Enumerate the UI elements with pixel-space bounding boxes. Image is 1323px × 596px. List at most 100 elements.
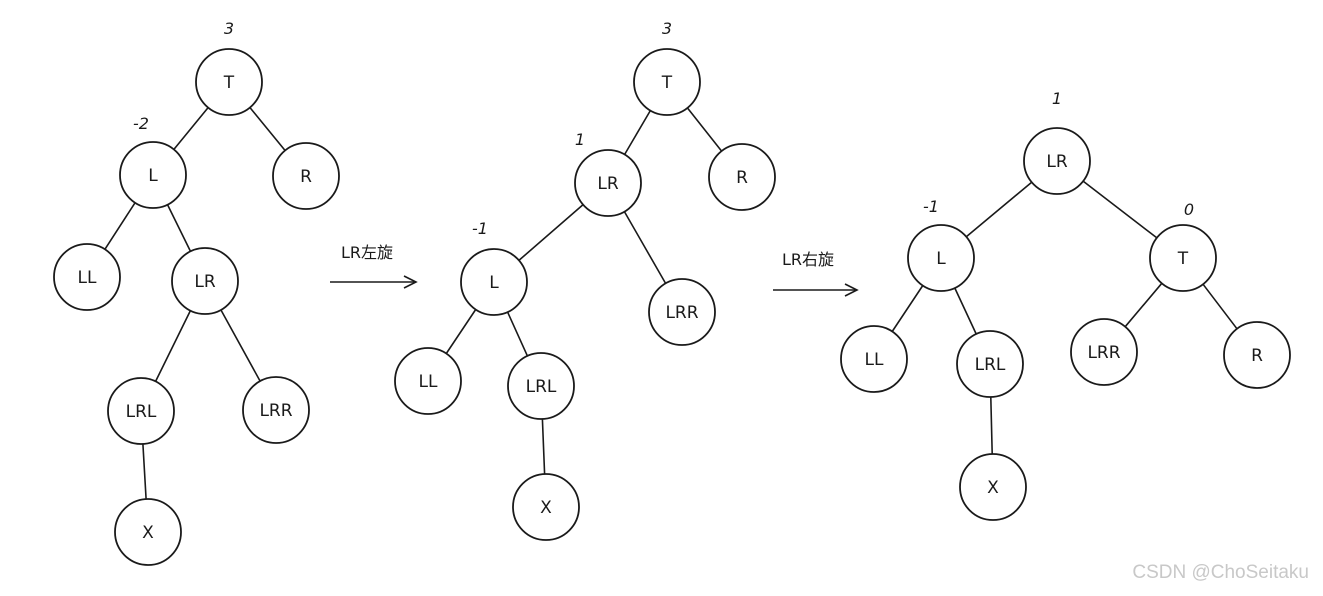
edge-LR-T [1082,180,1158,239]
balance-factor: -2 [133,114,149,133]
node-label: LRR [1087,343,1120,363]
node-label: LL [78,268,97,288]
node-circle [907,224,975,292]
tree-before-edges [104,106,286,500]
edge-L-LL [445,308,477,355]
node-label: LRL [526,377,557,397]
edge-T-R [249,106,286,152]
balance-factor: 3 [662,19,672,38]
node-LRR: LRR [242,376,310,444]
node-label: L [489,273,499,293]
arrow-label: LR右旋 [782,250,834,269]
node-LL: LL [53,243,121,311]
node-label: X [142,523,154,543]
node-circle [1023,127,1091,195]
node-label: X [987,478,999,498]
node-label: L [936,249,946,269]
node-R: R [272,142,340,210]
node-label: T [661,73,673,93]
balance-factor: 1 [1052,89,1062,108]
arrow-head [403,275,418,289]
node-circle [507,352,575,420]
node-X: X [114,498,182,566]
edge-LR-L [965,181,1033,238]
node-circle [512,473,580,541]
edge-LRL-X [541,418,546,475]
edge-LR-LRL [154,309,192,383]
balance-factor: 3 [224,19,234,38]
node-label: R [300,167,312,187]
node-label: R [1251,346,1263,366]
node-label: X [540,498,552,518]
node-circle [1149,224,1217,292]
node-circle [171,247,239,315]
edge-L-LRL [506,311,529,357]
edge-L-LR [166,203,192,253]
node-L: L -1 [907,197,975,292]
balance-factor: 1 [575,130,585,149]
node-LL: LL [394,347,462,415]
edge-T-LRR [1124,282,1163,328]
node-circle [633,48,701,116]
watermark: CSDN @ChoSeitaku [1132,562,1309,583]
node-label: LRR [665,303,698,323]
edge-LRL-X [989,396,994,455]
arrow-label: LR左旋 [341,243,393,262]
node-circle [1223,321,1291,389]
rotation-arrow-2: LR右旋 [773,250,859,297]
node-LR: LR [171,247,239,315]
node-circle [1070,318,1138,386]
balance-factor: -1 [472,219,488,238]
edge-T-LR [623,109,652,156]
node-L: L -1 [460,219,528,316]
node-LR: LR 1 [574,130,642,217]
node-X: X [512,473,580,541]
edge-LRL-X [142,443,147,500]
node-circle [708,143,776,211]
arrow-head [844,283,859,297]
node-circle [272,142,340,210]
rotation-arrow-1: LR左旋 [330,243,418,289]
tree-after-left-rotation-edges [445,107,723,475]
node-label: LR [1046,152,1067,172]
tree-after-right-rotation-edges [891,180,1238,455]
node-label: LL [865,350,884,370]
edge-L-LRL [953,287,978,335]
node-label: T [1177,249,1189,269]
edge-LR-LRR [623,210,667,285]
node-T: T0 [1149,200,1217,292]
node-LRL: LRL [107,377,175,445]
node-R: R [1223,321,1291,389]
node-circle [956,330,1024,398]
node-T: T3 [195,19,263,116]
node-circle [53,243,121,311]
node-circle [119,141,187,209]
node-label: LRR [259,401,292,421]
node-circle [107,377,175,445]
node-LRL: LRL [507,352,575,420]
node-label: LL [419,372,438,392]
node-label: LRL [975,355,1006,375]
node-circle [648,278,716,346]
balance-factor: -1 [923,197,939,216]
node-label: LRL [126,402,157,422]
node-label: T [223,73,235,93]
node-label: LR [597,174,618,194]
node-T: T3 [633,19,701,116]
node-circle [959,453,1027,521]
node-circle [242,376,310,444]
node-LRL: LRL [956,330,1024,398]
node-L: L-2 [119,114,187,209]
edge-LR-L [518,203,584,262]
node-X: X [959,453,1027,521]
node-label: LR [194,272,215,292]
node-circle [574,149,642,217]
node-R: R [708,143,776,211]
node-LRR: LRR [648,278,716,346]
edge-L-LL [891,284,924,333]
node-circle [114,498,182,566]
edge-LR-LRR [220,309,261,382]
edge-T-R [1202,283,1238,330]
